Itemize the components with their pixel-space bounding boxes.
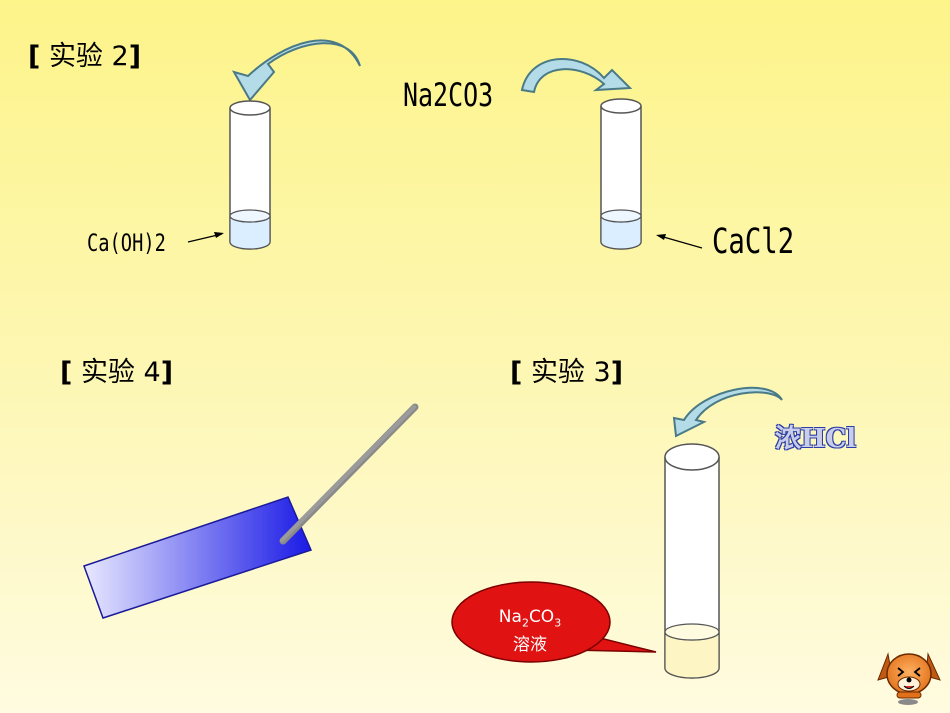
reagent-hcl-label: 浓HCl bbox=[775, 424, 857, 454]
experiment-2-title: [ 实验 2] bbox=[28, 41, 142, 72]
test-tube-caoh2 bbox=[229, 100, 271, 250]
curved-arrow-hcl-icon bbox=[672, 386, 783, 438]
experiment-3-title: [ 实验 3] bbox=[510, 357, 624, 388]
pointer-arrow-cacl2-icon bbox=[656, 234, 703, 249]
dog-mascot-icon bbox=[877, 652, 941, 705]
speech-bubble bbox=[451, 581, 657, 663]
glass-rod bbox=[279, 403, 419, 545]
test-tube-cacl2 bbox=[600, 98, 642, 250]
test-strip bbox=[83, 496, 313, 619]
pointer-arrow-caoh2-icon bbox=[187, 232, 224, 243]
reagent-cacl2-label: CaCl2 bbox=[712, 222, 795, 262]
reagent-caoh2-label: Ca(OH)2 bbox=[87, 229, 166, 257]
reagent-na2co3-label: Na2CO3 bbox=[403, 76, 494, 114]
test-tube-large bbox=[664, 443, 720, 679]
bubble-label: Na2CO3 溶液 bbox=[498, 607, 562, 656]
experiment-4-title: [ 实验 4] bbox=[60, 357, 174, 388]
curved-arrow-right-icon bbox=[520, 58, 633, 94]
curved-arrow-left-icon bbox=[231, 39, 361, 102]
